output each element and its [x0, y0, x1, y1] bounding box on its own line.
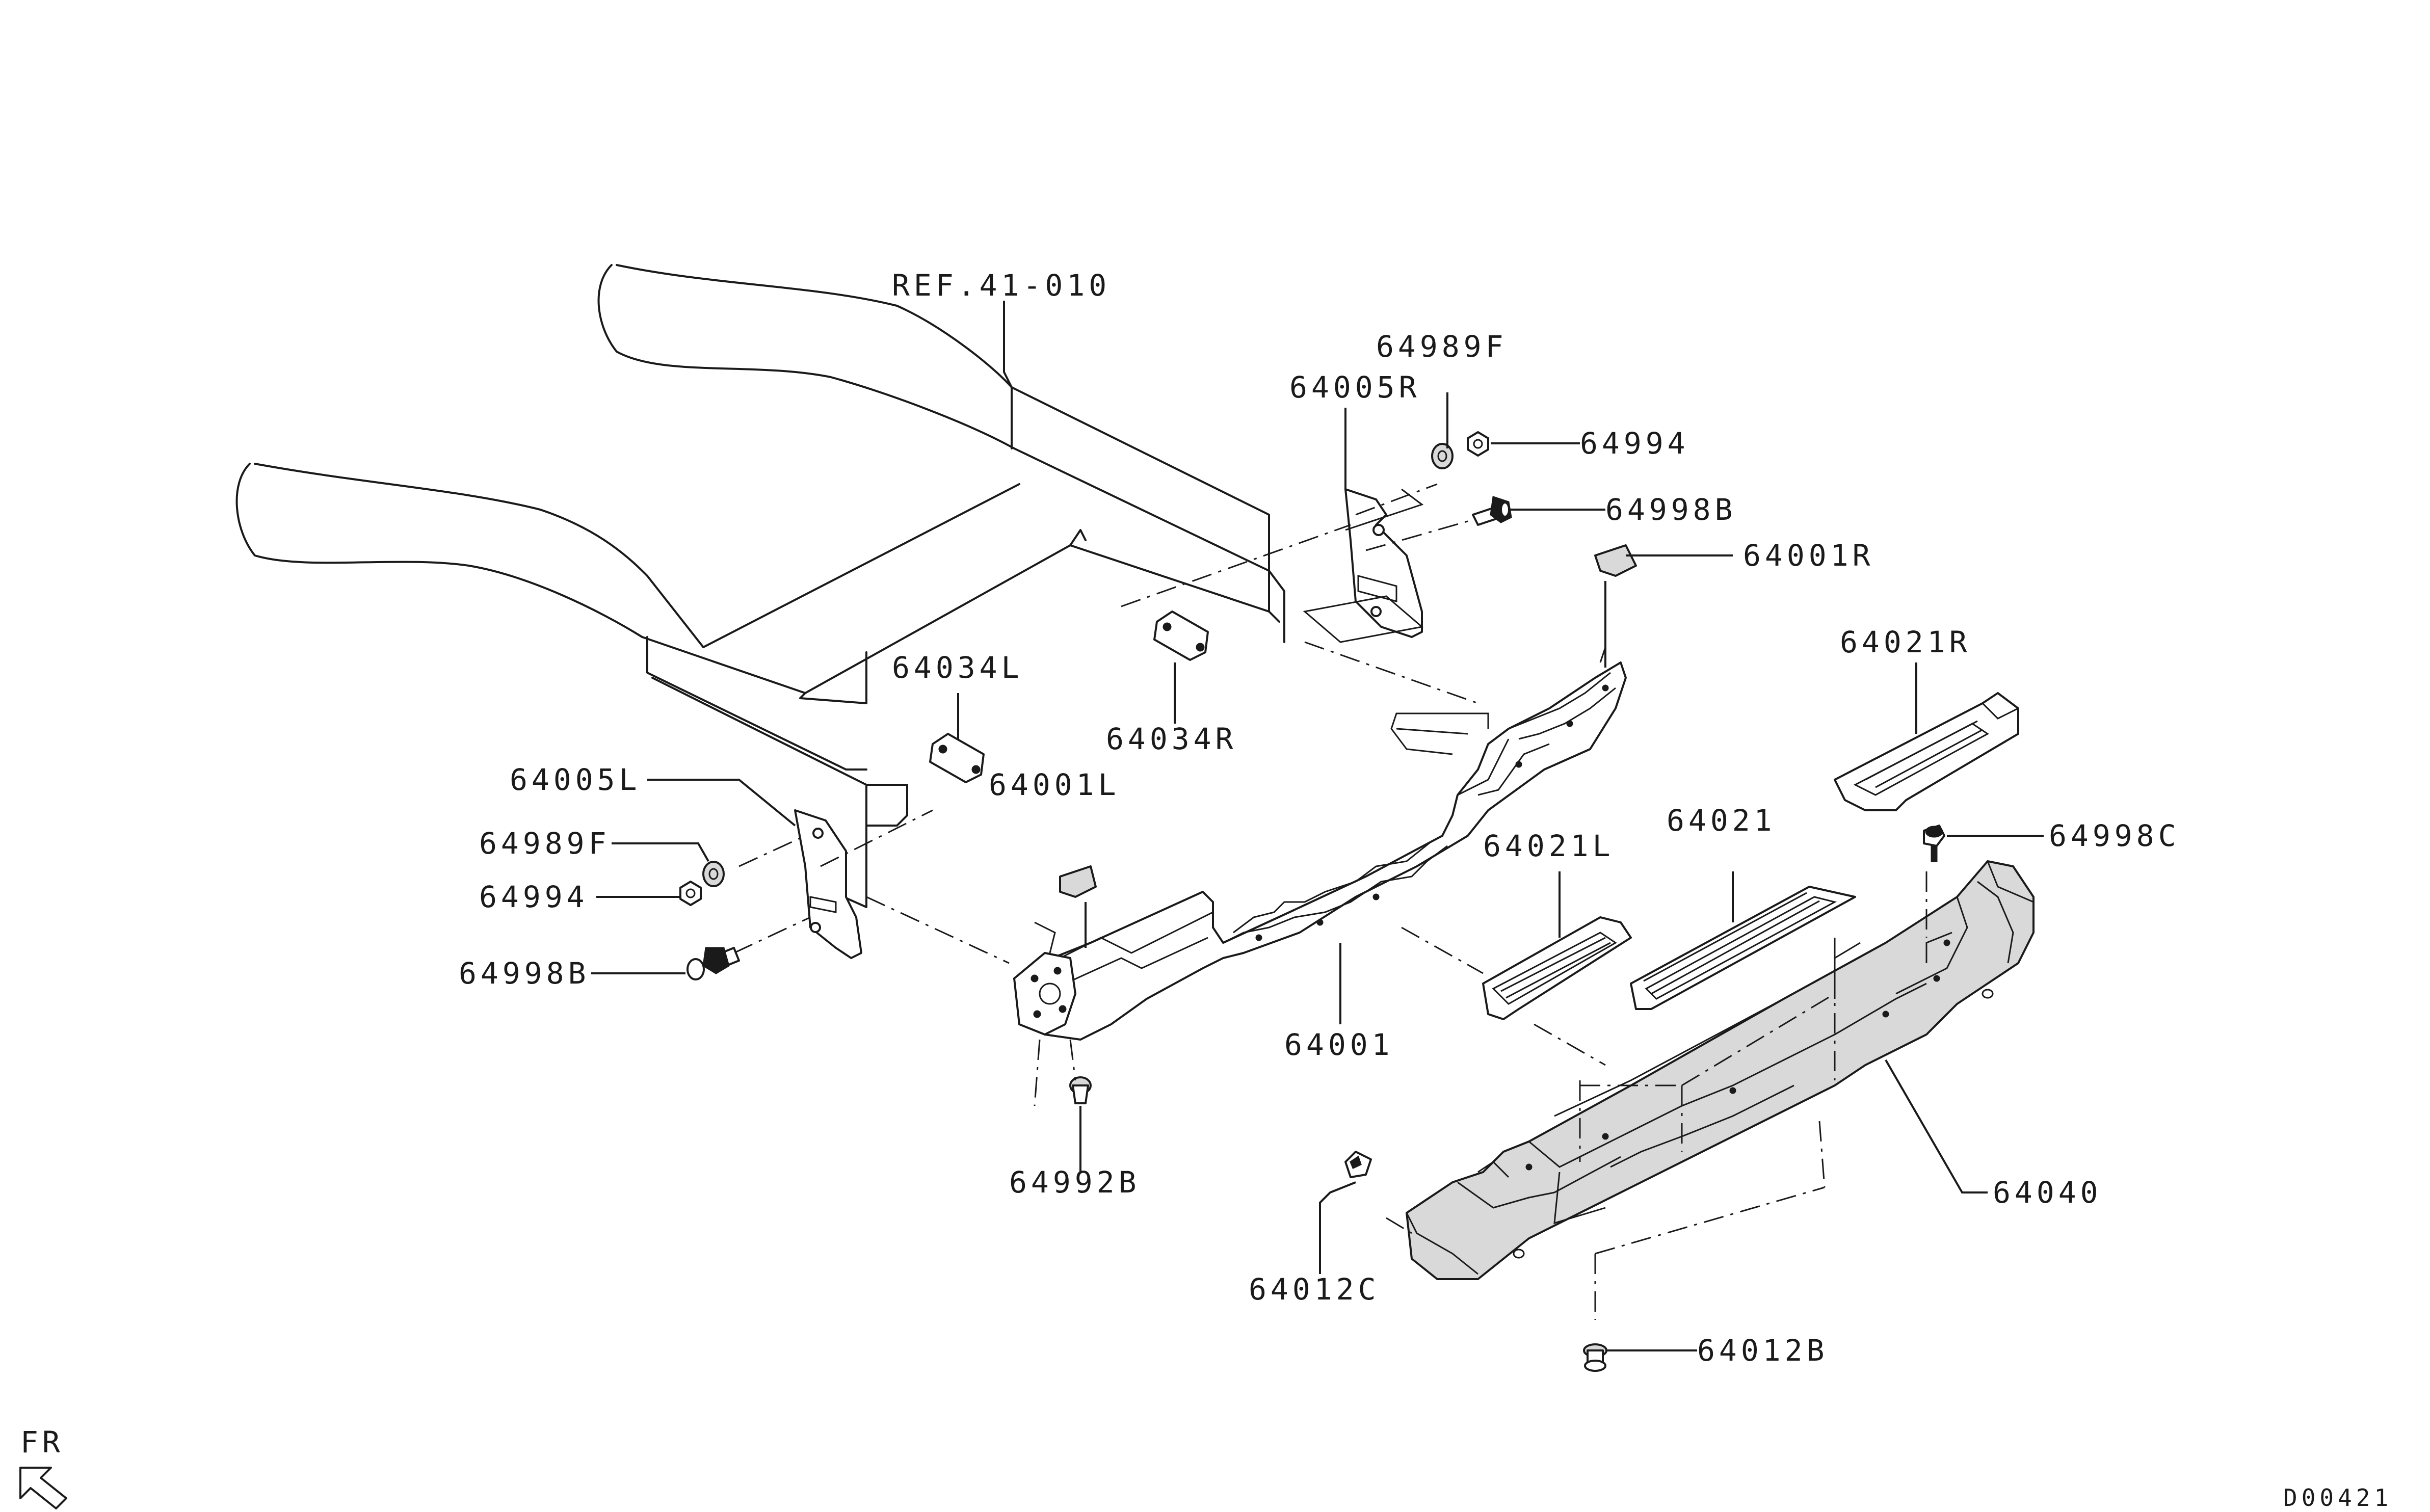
step-pad-64021L: [1482, 916, 1632, 1020]
label-64012B: 64012B: [1697, 1333, 1829, 1368]
step-pad-64021R: [1834, 692, 2019, 811]
label-64021L: 64021L: [1483, 829, 1615, 863]
drawing-code: D00421: [2283, 1484, 2392, 1511]
bolt-64998B-right: [1472, 496, 1512, 526]
clip-64012B: [1583, 1343, 1607, 1372]
leader-lines: [591, 392, 2044, 1351]
label-64001R: 64001R: [1743, 538, 1874, 573]
label-64994-right: 64994: [1580, 426, 1689, 461]
plate-64034R: [1153, 611, 1209, 661]
label-ref-41-010: REF.41-010: [892, 268, 1111, 303]
label-64998C: 64998C: [2049, 818, 2180, 853]
step-pad-64021: [1630, 886, 1856, 1010]
label-64001: 64001: [1284, 1027, 1394, 1062]
washer-64989F-left: [702, 861, 725, 887]
front-indicator-label: FR: [20, 1425, 64, 1460]
front-arrow-icon: [19, 1467, 67, 1509]
bracket-64005R: [1303, 488, 1424, 643]
bolt-64998B-left: [686, 947, 740, 980]
pad-64001R: [1594, 544, 1637, 577]
label-64994-left: 64994: [479, 880, 589, 914]
step-beam-64001: [1013, 647, 1627, 1041]
nut-64994-left: [679, 881, 702, 906]
part-labels: REF.41-010 64989F 64005R 64994 64998B 64…: [459, 268, 2180, 1368]
label-64021: 64021: [1667, 803, 1776, 838]
vehicle-frame: [235, 264, 1285, 908]
label-64989F-right: 64989F: [1376, 329, 1508, 364]
label-64005R: 64005R: [1289, 370, 1421, 405]
label-64998B-left: 64998B: [459, 956, 590, 991]
bumper-64040: [1406, 860, 2035, 1280]
label-64021R: 64021R: [1840, 625, 1971, 659]
fastener-64012C: [1344, 1151, 1372, 1178]
label-64001L: 64001L: [989, 767, 1120, 802]
plate-64034L: [929, 733, 985, 783]
bracket-64005L: [794, 809, 862, 959]
label-64040: 64040: [1993, 1175, 2102, 1210]
label-64012C: 64012C: [1249, 1272, 1380, 1307]
washer-64989F-right: [1431, 443, 1454, 469]
label-64992B: 64992B: [1009, 1165, 1141, 1200]
label-64034R: 64034R: [1106, 722, 1237, 756]
label-64005L: 64005L: [510, 762, 641, 797]
bolt-64998C: [1923, 825, 1945, 862]
label-64998B-right: 64998B: [1605, 492, 1737, 527]
clip-64992B: [1069, 1076, 1092, 1104]
label-64034L: 64034L: [892, 650, 1023, 685]
front-indicator: FR: [19, 1425, 67, 1509]
pad-64001L: [1059, 865, 1097, 898]
nut-64994-right: [1467, 431, 1489, 457]
label-64989F-left: 64989F: [479, 826, 611, 861]
